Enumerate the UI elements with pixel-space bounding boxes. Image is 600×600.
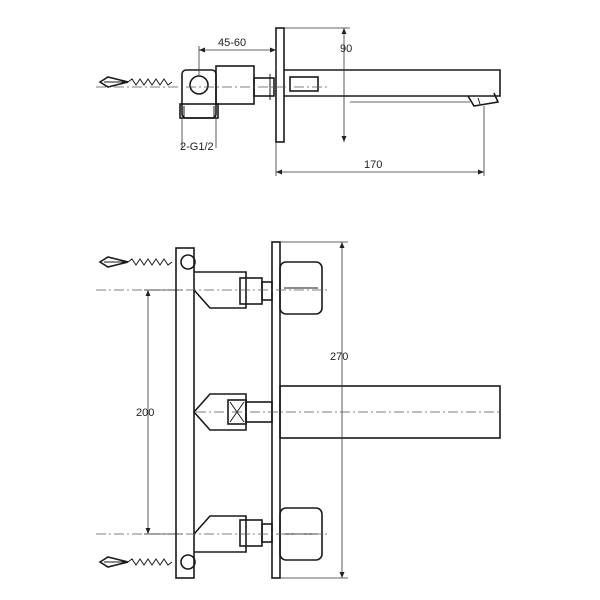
thread-callout-label: 2-G1/2 xyxy=(180,141,214,153)
lower-valve xyxy=(193,515,273,553)
spout-front xyxy=(279,385,501,439)
handle-top xyxy=(279,261,323,315)
mounting-bar xyxy=(175,247,195,579)
dim-spout-projection-label: 170 xyxy=(364,159,382,171)
dim-spout-projection: 170 xyxy=(275,106,485,176)
dim-overall-height-label: 270 xyxy=(330,351,348,363)
upper-valve xyxy=(193,271,273,309)
wall-plate-side xyxy=(275,27,285,143)
valve-body-side xyxy=(179,65,275,119)
dim-overall-height: 270 xyxy=(280,241,348,579)
dim-spout-height: 90 xyxy=(284,27,470,142)
dim-spout-height-label: 90 xyxy=(340,43,352,55)
thread-callout: 2-G1/2 xyxy=(180,118,217,153)
wall-plate-front xyxy=(271,241,281,579)
dim-inlet-spacing: 200 xyxy=(136,289,182,535)
spout-side xyxy=(284,69,501,107)
side-view: 45-60 90 170 2-G1/2 xyxy=(96,27,501,176)
wall-anchor-top xyxy=(98,254,196,270)
dim-inlet-offset-label: 45-60 xyxy=(218,37,246,49)
wall-anchor-side xyxy=(98,76,173,88)
wall-anchor-bottom xyxy=(98,554,196,570)
front-view: 270 200 xyxy=(96,241,501,579)
dim-inlet-offset: 45-60 xyxy=(198,37,277,76)
dim-inlet-spacing-label: 200 xyxy=(136,407,154,419)
